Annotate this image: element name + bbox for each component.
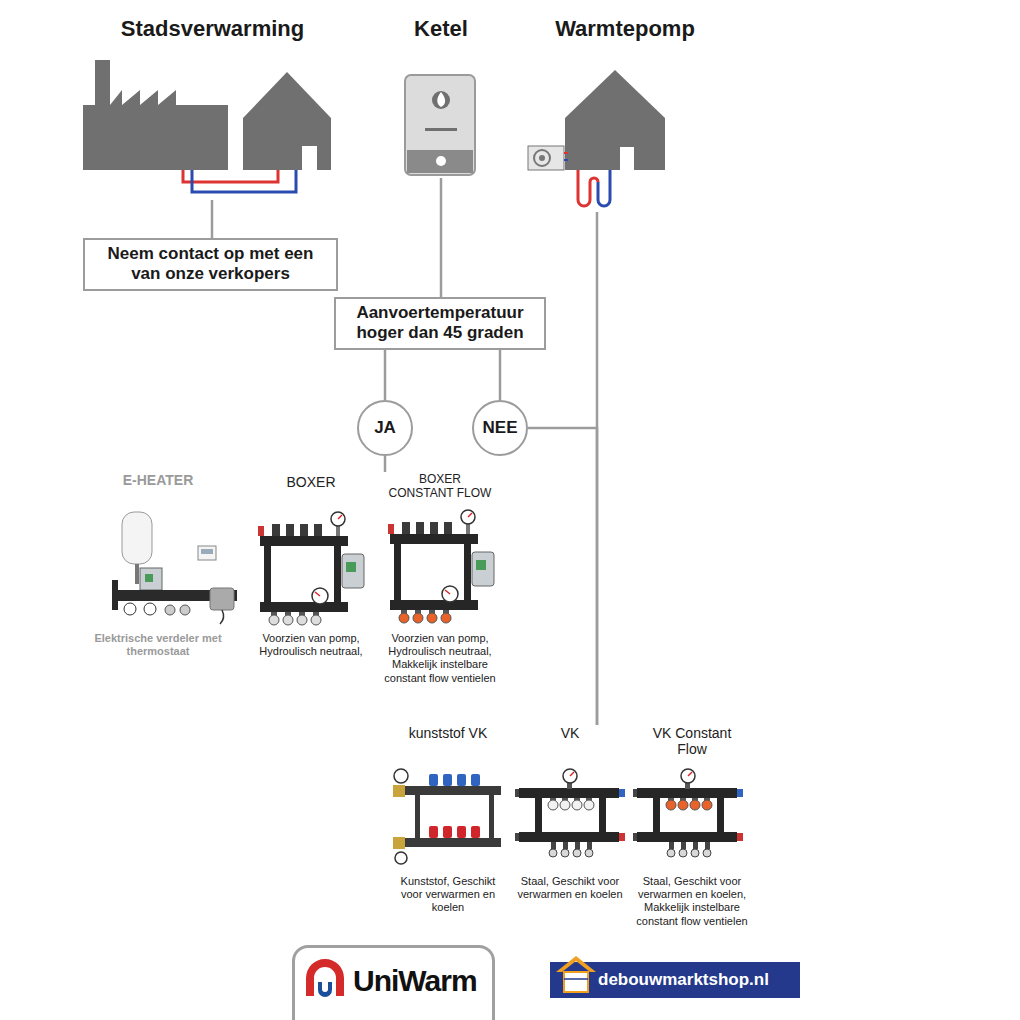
decision-box: Aanvoertemperatuur hoger dan 45 graden [334, 297, 546, 350]
node-caption: Staal, Geschikt voor verwarmen en koelen [514, 875, 626, 901]
connector-line [440, 178, 443, 297]
plastic-manifold-picture [393, 769, 501, 864]
node-label: NEE [483, 418, 518, 438]
node-caption: Voorzien van pomp, Hydroulisch neutraal,… [378, 632, 502, 685]
product-card: kunststof VK Kunststof, Geschikt voor ver… [385, 725, 511, 920]
product-card: VK Constant FlowStaal, Geschikt voor ver… [630, 725, 754, 953]
node-label: Warmtepomp [515, 16, 735, 42]
node-label: Aanvoertemperatuur hoger dan 45 graden [344, 303, 536, 344]
node-label: JA [374, 418, 396, 438]
steel-manifold-picture [515, 769, 625, 857]
node-label: debouwmarktshop.nl [598, 970, 769, 990]
connector-line [596, 212, 599, 725]
boxer-constant-flow-picture [388, 510, 494, 623]
source-heading: Stadsverwarming [80, 16, 345, 200]
brand-logo: UniWarm [292, 945, 495, 1020]
node-label: Stadsverwarming [80, 16, 345, 42]
e-heater-picture [112, 512, 237, 624]
steel-constant-flow-picture [633, 769, 743, 857]
process-box: Neem contact op met een van onze verkope… [83, 238, 338, 291]
product-card: BOXER Voorzien van pomp, Hydroulisch neut… [252, 474, 370, 664]
connector-line [384, 350, 387, 400]
node-caption: Staal, Geschikt voor verwarmen en koelen… [630, 875, 754, 928]
node-label: VK [511, 725, 629, 741]
source-heading: Ketel [395, 16, 487, 178]
node-label: UniWarm [353, 964, 477, 997]
connector-line [528, 428, 597, 725]
product-card: E-HEATER Elektrische verdeler met thermos… [86, 472, 230, 667]
boxer-picture [258, 512, 364, 625]
connector-line [211, 200, 214, 238]
node-label: Ketel [395, 16, 487, 42]
node-label: kunststof VK [385, 725, 511, 741]
source-heading: Warmtepomp [515, 16, 735, 212]
product-card: BOXER CONSTANT FLOW Voorzien van pomp, Hy… [378, 472, 502, 694]
node-label: BOXER [252, 474, 370, 490]
node-label: E-HEATER [86, 472, 230, 488]
district-heating-icon [83, 60, 331, 192]
product-card: VK Staal, Geschikt voor verwarmen en koel… [511, 725, 629, 920]
node-label: VK Constant Flow [642, 725, 742, 757]
node-label: BOXER CONSTANT FLOW [385, 472, 495, 501]
uniwarm-emblem [306, 959, 344, 997]
answer-circle: NEE [472, 400, 528, 456]
connector-line [384, 456, 387, 472]
connector-line [499, 350, 502, 400]
boiler-icon [405, 75, 475, 175]
heat-pump-icon [528, 70, 665, 206]
answer-circle: JA [357, 400, 413, 456]
node-label: Neem contact op met een van onze verkope… [93, 244, 328, 285]
shop-house-icon [556, 956, 596, 992]
node-caption: Elektrische verdeler met thermostaat [93, 632, 223, 658]
node-caption: Voorzien van pomp, Hydroulisch neutraal, [253, 632, 369, 658]
node-caption: Kunststof, Geschikt voor verwarmen en ko… [393, 875, 503, 915]
